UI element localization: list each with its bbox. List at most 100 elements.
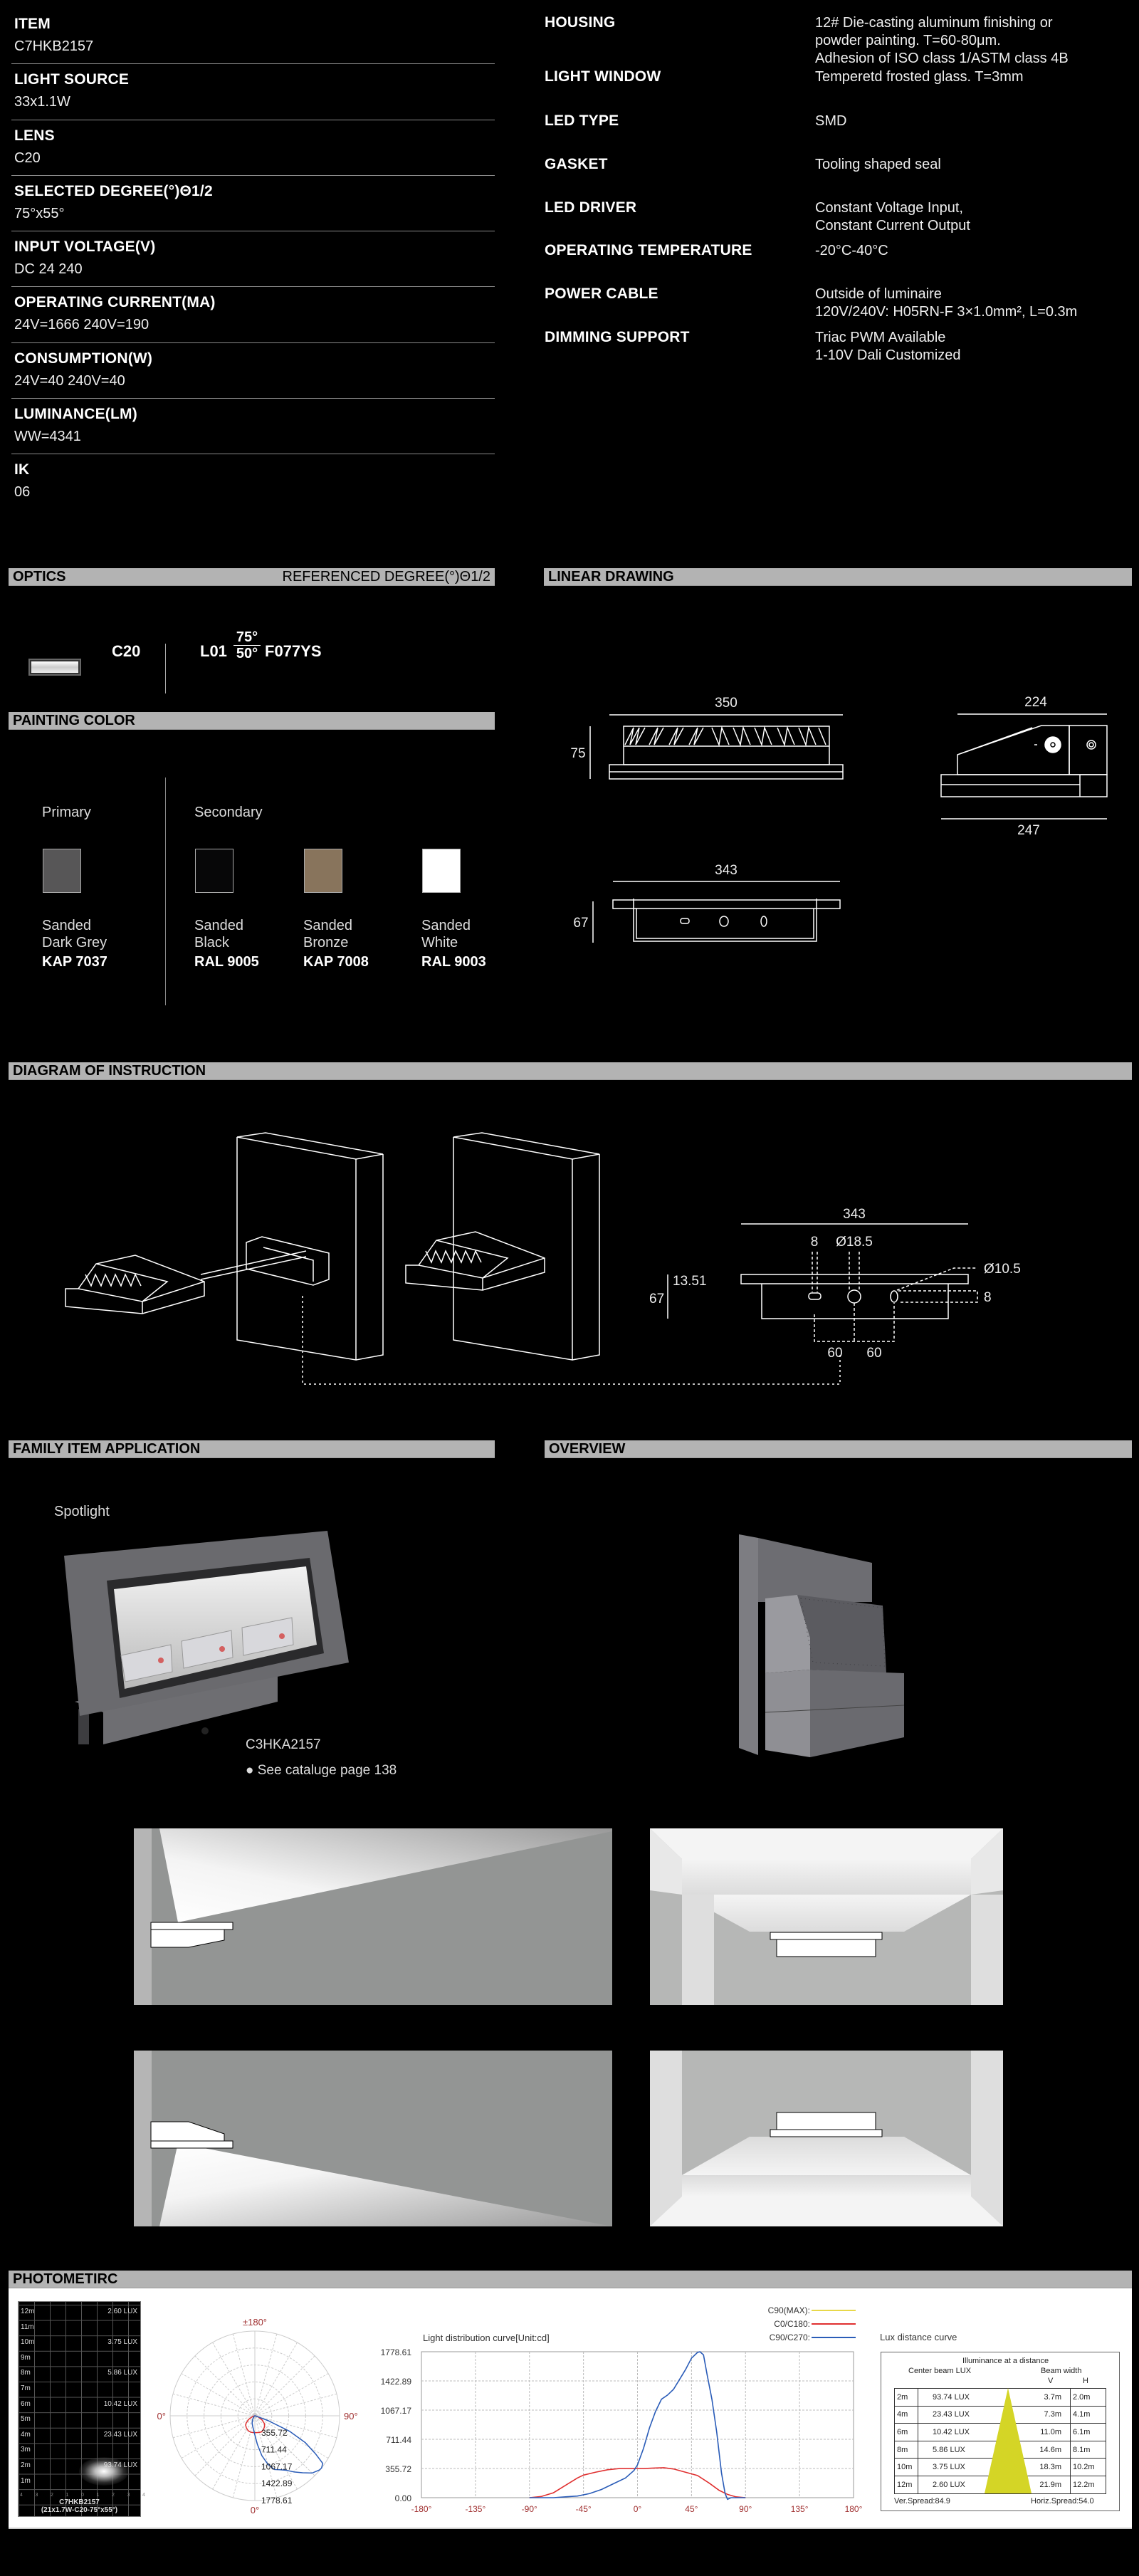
color-name-line2: Black bbox=[194, 935, 229, 951]
spec-label: SELECTED DEGREE(°)Θ1/2 bbox=[14, 182, 213, 199]
family-title: FAMILY ITEM APPLICATION bbox=[13, 1441, 201, 1457]
y-tick-label: 1422.89 bbox=[381, 2377, 412, 2387]
dim-slot: 8 bbox=[984, 1290, 992, 1305]
primary-label: Primary bbox=[42, 805, 91, 820]
distance-label: 9m bbox=[21, 2353, 31, 2362]
optics-title: OPTICS bbox=[13, 569, 66, 585]
beam-width-h-cell: 6.1m bbox=[1070, 2423, 1106, 2441]
polar-angle-label: -90° bbox=[157, 2411, 166, 2421]
optics-code-suffix: F077YS bbox=[265, 642, 322, 660]
painting-header: PAINTING COLOR bbox=[9, 712, 495, 730]
spec-label: LENS bbox=[14, 127, 55, 144]
degree-bottom: 50° bbox=[236, 646, 258, 661]
axis-tick: 4 bbox=[142, 2493, 145, 2498]
spec-row: IK 06 bbox=[11, 454, 495, 510]
distance-cell: 2m bbox=[894, 2388, 918, 2407]
spec-label: LUMINANCE(LM) bbox=[14, 406, 137, 423]
distance-label: 3m bbox=[21, 2446, 31, 2454]
spec-label: LED DRIVER bbox=[545, 199, 637, 216]
spec-value: DC 24 240 bbox=[14, 261, 83, 278]
dim-hole1: 8 bbox=[811, 1235, 819, 1250]
family-type: Spotlight bbox=[54, 1504, 110, 1519]
dim-offset: 13.51 bbox=[673, 1274, 707, 1289]
distance-cell: 12m bbox=[894, 2475, 918, 2494]
color-swatch[interactable] bbox=[422, 849, 461, 893]
photometric-title: PHOTOMETIRC bbox=[13, 2271, 118, 2287]
spec-value: Triac PWM Available 1-10V Dali Customize… bbox=[815, 330, 961, 363]
optics-header: OPTICS REFERENCED DEGREE(°)Θ1/2 bbox=[9, 568, 495, 586]
polar-angle-label: ±180° bbox=[243, 2317, 267, 2328]
front-uplight-panel bbox=[650, 1828, 1003, 2005]
beam-width-h-cell: 4.1m bbox=[1070, 2405, 1106, 2424]
optics-referenced-degree: REFERENCED DEGREE(°)Θ1/2 bbox=[282, 569, 491, 585]
color-swatch[interactable] bbox=[43, 849, 81, 893]
x-tick-label: 0° bbox=[634, 2504, 642, 2514]
spec-label: IK bbox=[14, 461, 30, 478]
wall-bracket bbox=[246, 1236, 330, 1286]
mounting-arm bbox=[200, 1250, 307, 1275]
spec-row: LUMINANCE(LM) WW=4341 bbox=[11, 399, 495, 455]
spec-value: 12# Die-casting aluminum finishing or po… bbox=[815, 15, 1069, 66]
lux-label: 3.75 LUX bbox=[107, 2338, 137, 2347]
luminaire-right bbox=[405, 1231, 545, 1291]
spec-value: 06 bbox=[14, 484, 31, 501]
diagram-title: DIAGRAM OF INSTRUCTION bbox=[13, 1063, 206, 1079]
lux-caption-detail: (21x1.7W-C20-75°x55°) bbox=[41, 2506, 118, 2514]
color-swatch[interactable] bbox=[304, 849, 342, 893]
wall-left bbox=[236, 1132, 384, 1361]
spec-label: LIGHT SOURCE bbox=[14, 71, 130, 88]
dim-back-height: 67 bbox=[573, 916, 588, 931]
linear-drawing: 350 75 224 247 343 67 bbox=[570, 695, 1108, 943]
spec-value: Outside of luminaire 120V/240V: H05RN-F … bbox=[815, 286, 1078, 320]
installation-diagram: 343 8 Ø18.5 Ø10.5 8 13.51 67 60 60 bbox=[65, 1132, 1021, 1385]
spec-value: Temperetd frosted glass. T=3mm bbox=[815, 69, 1024, 85]
color-name-line1: Sanded bbox=[42, 918, 91, 933]
legend-label: C90(MAX): bbox=[768, 2305, 810, 2315]
x-tick-label: 90° bbox=[739, 2504, 752, 2514]
distance-cell: 4m bbox=[894, 2405, 918, 2424]
polar-series bbox=[245, 2415, 266, 2434]
ver-spread: Ver.Spread:84.9 bbox=[894, 2497, 950, 2506]
lens-icon bbox=[30, 660, 80, 674]
spec-label: POWER CABLE bbox=[545, 286, 658, 302]
degree-top: 75° bbox=[233, 629, 261, 646]
color-swatch[interactable] bbox=[195, 849, 233, 893]
distance-label: 6m bbox=[21, 2399, 31, 2408]
distance-label: 8m bbox=[21, 2369, 31, 2377]
application-illustrations bbox=[134, 1828, 1003, 2226]
polar-ring-label: 1422.89 bbox=[261, 2478, 293, 2488]
color-code: RAL 9003 bbox=[421, 954, 486, 970]
spec-label: LED TYPE bbox=[545, 112, 619, 129]
painting-divider bbox=[165, 777, 166, 1005]
beam-width-h-cell: 10.2m bbox=[1070, 2458, 1106, 2476]
x-tick-label: -45° bbox=[576, 2504, 592, 2514]
dim-height: 67 bbox=[649, 1292, 664, 1307]
y-tick-label: 355.72 bbox=[385, 2464, 411, 2474]
beam-width-header: Beam width bbox=[1041, 2367, 1082, 2375]
dim-side-bottom: 247 bbox=[1017, 823, 1040, 838]
dim-front-height: 75 bbox=[570, 746, 585, 761]
lux-caption: C7HKB2157 bbox=[59, 2498, 100, 2506]
x-tick-label: -90° bbox=[522, 2504, 537, 2514]
light-distribution-chart: Light distribution curve[Unit:cd]-180°-1… bbox=[381, 2305, 863, 2514]
optics-code-prefix: L01 bbox=[200, 642, 227, 660]
beam-width-v-cell: 7.3m bbox=[1012, 2405, 1071, 2424]
side-uplight-panel bbox=[134, 1828, 612, 2005]
polar-diagram: ±180°-90°90°0°355.72711.441067.171422.89… bbox=[157, 2317, 358, 2515]
front-downlight-panel bbox=[650, 2051, 1003, 2226]
polar-ring-label: 711.44 bbox=[261, 2445, 287, 2455]
spec-value: SMD bbox=[815, 113, 847, 129]
side-downlight-panel bbox=[134, 2051, 612, 2226]
axis-tick: 1 bbox=[96, 2493, 100, 2498]
overview-title: OVERVIEW bbox=[549, 1441, 626, 1457]
side-view bbox=[940, 713, 1108, 820]
distance-label: 11m bbox=[21, 2323, 34, 2331]
y-tick-label: 0.00 bbox=[395, 2493, 412, 2503]
spec-value: -20°C-40°C bbox=[815, 243, 888, 258]
spec-value: 24V=40 240V=40 bbox=[14, 372, 125, 389]
axis-tick: 2 bbox=[51, 2493, 53, 2498]
